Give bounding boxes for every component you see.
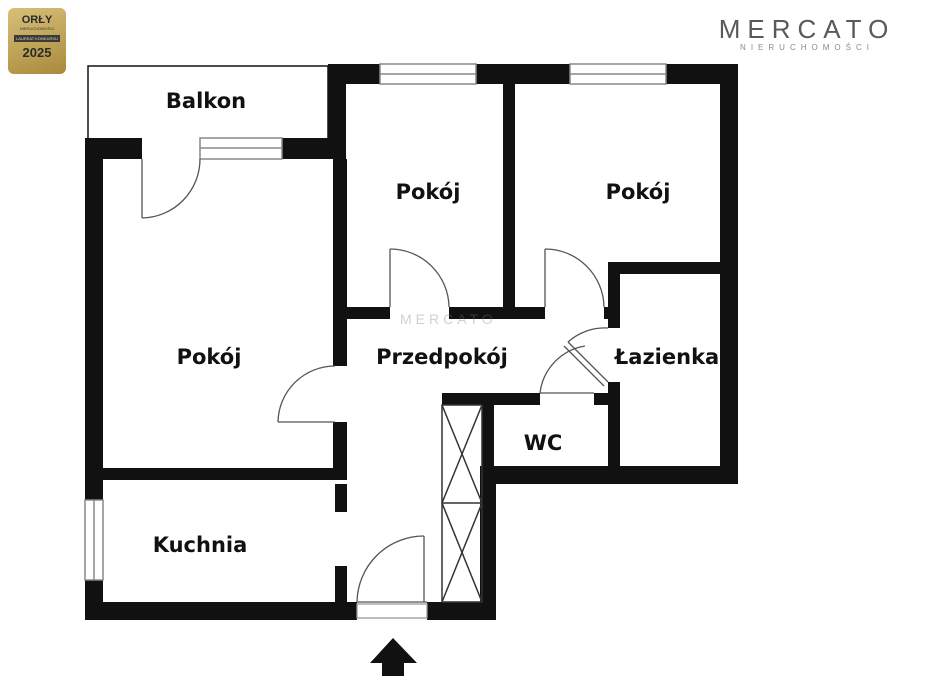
award-badge: ORŁY NIERUCHOMOŚCI LAUREAT KONKURSU 2025 <box>8 8 66 74</box>
badge-subtitle: NIERUCHOMOŚCI <box>19 26 55 31</box>
badge-year: 2025 <box>22 45 52 60</box>
label-room-top-right: Pokój <box>606 180 671 204</box>
label-balcony: Balkon <box>166 89 246 113</box>
brand-logo: MERCATO NIERUCHOMOŚCI <box>712 14 902 52</box>
watermark: MERCATO <box>400 311 497 327</box>
label-wc: WC <box>524 431 563 455</box>
windows <box>84 63 667 581</box>
entrance-arrow-icon <box>370 638 417 676</box>
brand-name: MERCATO <box>718 14 896 44</box>
walls <box>85 64 738 620</box>
label-bathroom: Łazienka <box>614 345 719 369</box>
doors <box>141 158 609 619</box>
brand-tagline: NIERUCHOMOŚCI <box>740 43 874 52</box>
label-room-left: Pokój <box>177 345 242 369</box>
badge-label: LAUREAT KONKURSU <box>14 35 60 42</box>
label-hall: Przedpokój <box>376 345 508 369</box>
label-room-top-middle: Pokój <box>396 180 461 204</box>
wardrobe <box>441 404 483 603</box>
label-kitchen: Kuchnia <box>153 533 248 557</box>
badge-title: ORŁY <box>21 14 53 26</box>
